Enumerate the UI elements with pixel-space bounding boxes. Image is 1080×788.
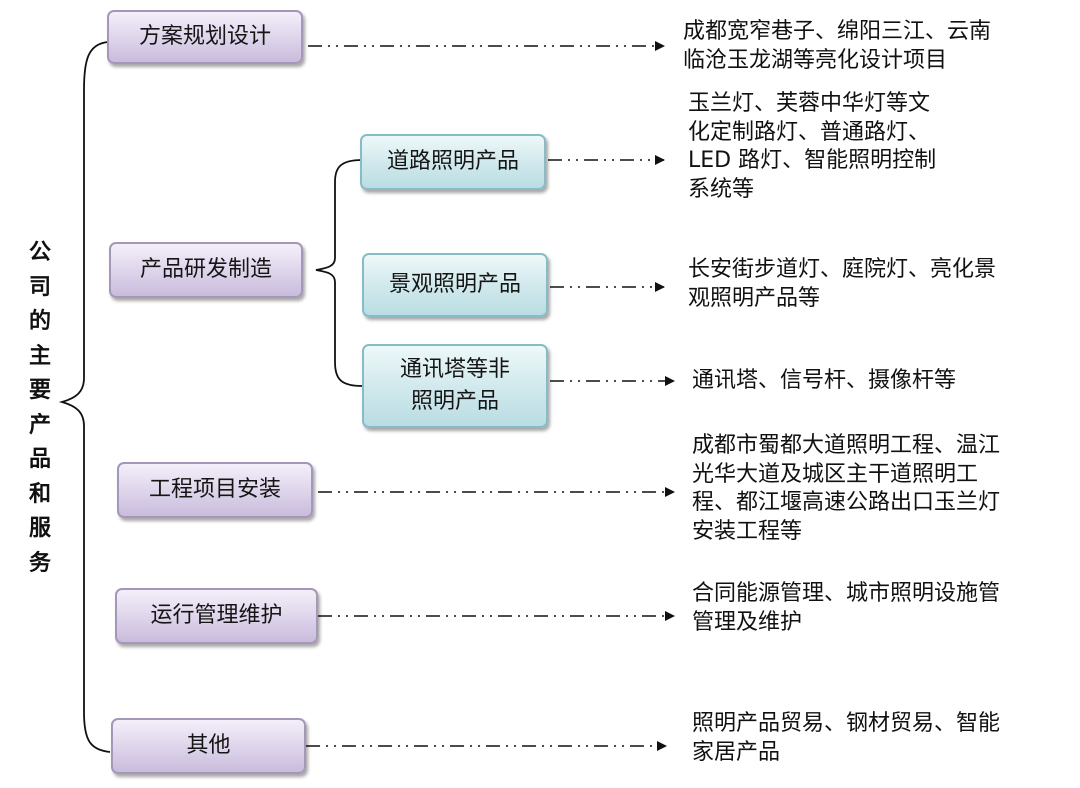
root-char: 要 [28, 378, 51, 403]
desc-line: 成都宽窄巷子、绵阳三江、云南 [683, 19, 992, 44]
category-other: 其他 [111, 718, 306, 774]
root-label: 公 司 的 主 要 产 品 和 服 务 [24, 236, 56, 581]
desc-line: 合同能源管理、城市照明设施管 [692, 581, 1001, 606]
product-brace [315, 159, 363, 387]
root-char: 品 [28, 447, 51, 472]
category-other-label: 其他 [186, 733, 231, 758]
category-product-label: 产品研发制造 [139, 257, 272, 282]
category-engineering: 工程项目安装 [117, 462, 313, 518]
desc-road: 玉兰灯、芙蓉中华灯等文 化定制路灯、普通路灯、 LED 路灯、智能照明控制 系统… [688, 90, 936, 204]
category-design: 方案规划设计 [107, 10, 303, 64]
desc-line: 化定制路灯、普通路灯、 [688, 119, 931, 145]
category-operation-label: 运行管理维护 [150, 603, 283, 628]
category-design-label: 方案规划设计 [138, 24, 271, 49]
product-tower: 通讯塔等非 照明产品 [362, 344, 548, 428]
product-road-label: 道路照明产品 [386, 149, 519, 174]
product-landscape: 景观照明产品 [362, 253, 548, 317]
product-tower-label-line1: 通讯塔等非 [399, 357, 510, 382]
desc-line: 管理及维护 [692, 609, 803, 635]
desc-line: 照明产品贸易、钢材贸易、智能 [692, 711, 1001, 736]
desc-line: 光华大道及城区主干道照明工 [692, 461, 979, 487]
root-char: 司 [28, 274, 51, 300]
root-char: 服 [28, 516, 51, 541]
desc-design: 成都宽窄巷子、绵阳三江、云南 临沧玉龙湖等亮化设计项目 [683, 18, 991, 75]
desc-line: LED 路灯、智能照明控制 [688, 148, 937, 173]
desc-line: 系统等 [688, 176, 755, 202]
category-product: 产品研发制造 [109, 242, 303, 298]
root-char: 主 [28, 343, 51, 369]
root-char: 产 [28, 412, 51, 438]
product-landscape-label: 景观照明产品 [388, 272, 521, 297]
desc-other: 照明产品贸易、钢材贸易、智能 家居产品 [692, 710, 1000, 767]
product-tower-label-line2: 照明产品 [410, 389, 499, 414]
desc-landscape: 长安街步道灯、庭院灯、亮化景 观照明产品等 [688, 256, 996, 313]
desc-line: 临沧玉龙湖等亮化设计项目 [683, 47, 948, 73]
desc-line: 成都市蜀都大道照明工程、温江 [692, 433, 1001, 458]
desc-engineering: 成都市蜀都大道照明工程、温江 光华大道及城区主干道照明工 程、都江堰高速公路出口… [692, 432, 1000, 546]
desc-line: 观照明产品等 [688, 285, 821, 311]
desc-line: 程、都江堰高速公路出口玉兰灯 [692, 490, 1001, 515]
root-char: 务 [28, 550, 51, 576]
product-road: 道路照明产品 [360, 134, 546, 190]
desc-line: 家居产品 [692, 739, 781, 765]
main-brace [58, 41, 111, 753]
root-char: 公 [28, 240, 51, 265]
desc-tower: 通讯塔、信号杆、摄像杆等 [692, 367, 956, 396]
category-engineering-label: 工程项目安装 [148, 477, 281, 502]
desc-line: 玉兰灯、芙蓉中华灯等文 [688, 91, 931, 116]
desc-line: 安装工程等 [692, 518, 803, 544]
root-char: 的 [28, 309, 51, 334]
root-char: 和 [28, 481, 51, 507]
desc-operation: 合同能源管理、城市照明设施管 管理及维护 [692, 580, 1000, 637]
desc-line: 通讯塔、信号杆、摄像杆等 [692, 368, 957, 393]
category-operation: 运行管理维护 [115, 588, 318, 644]
desc-line: 长安街步道灯、庭院灯、亮化景 [688, 257, 997, 282]
